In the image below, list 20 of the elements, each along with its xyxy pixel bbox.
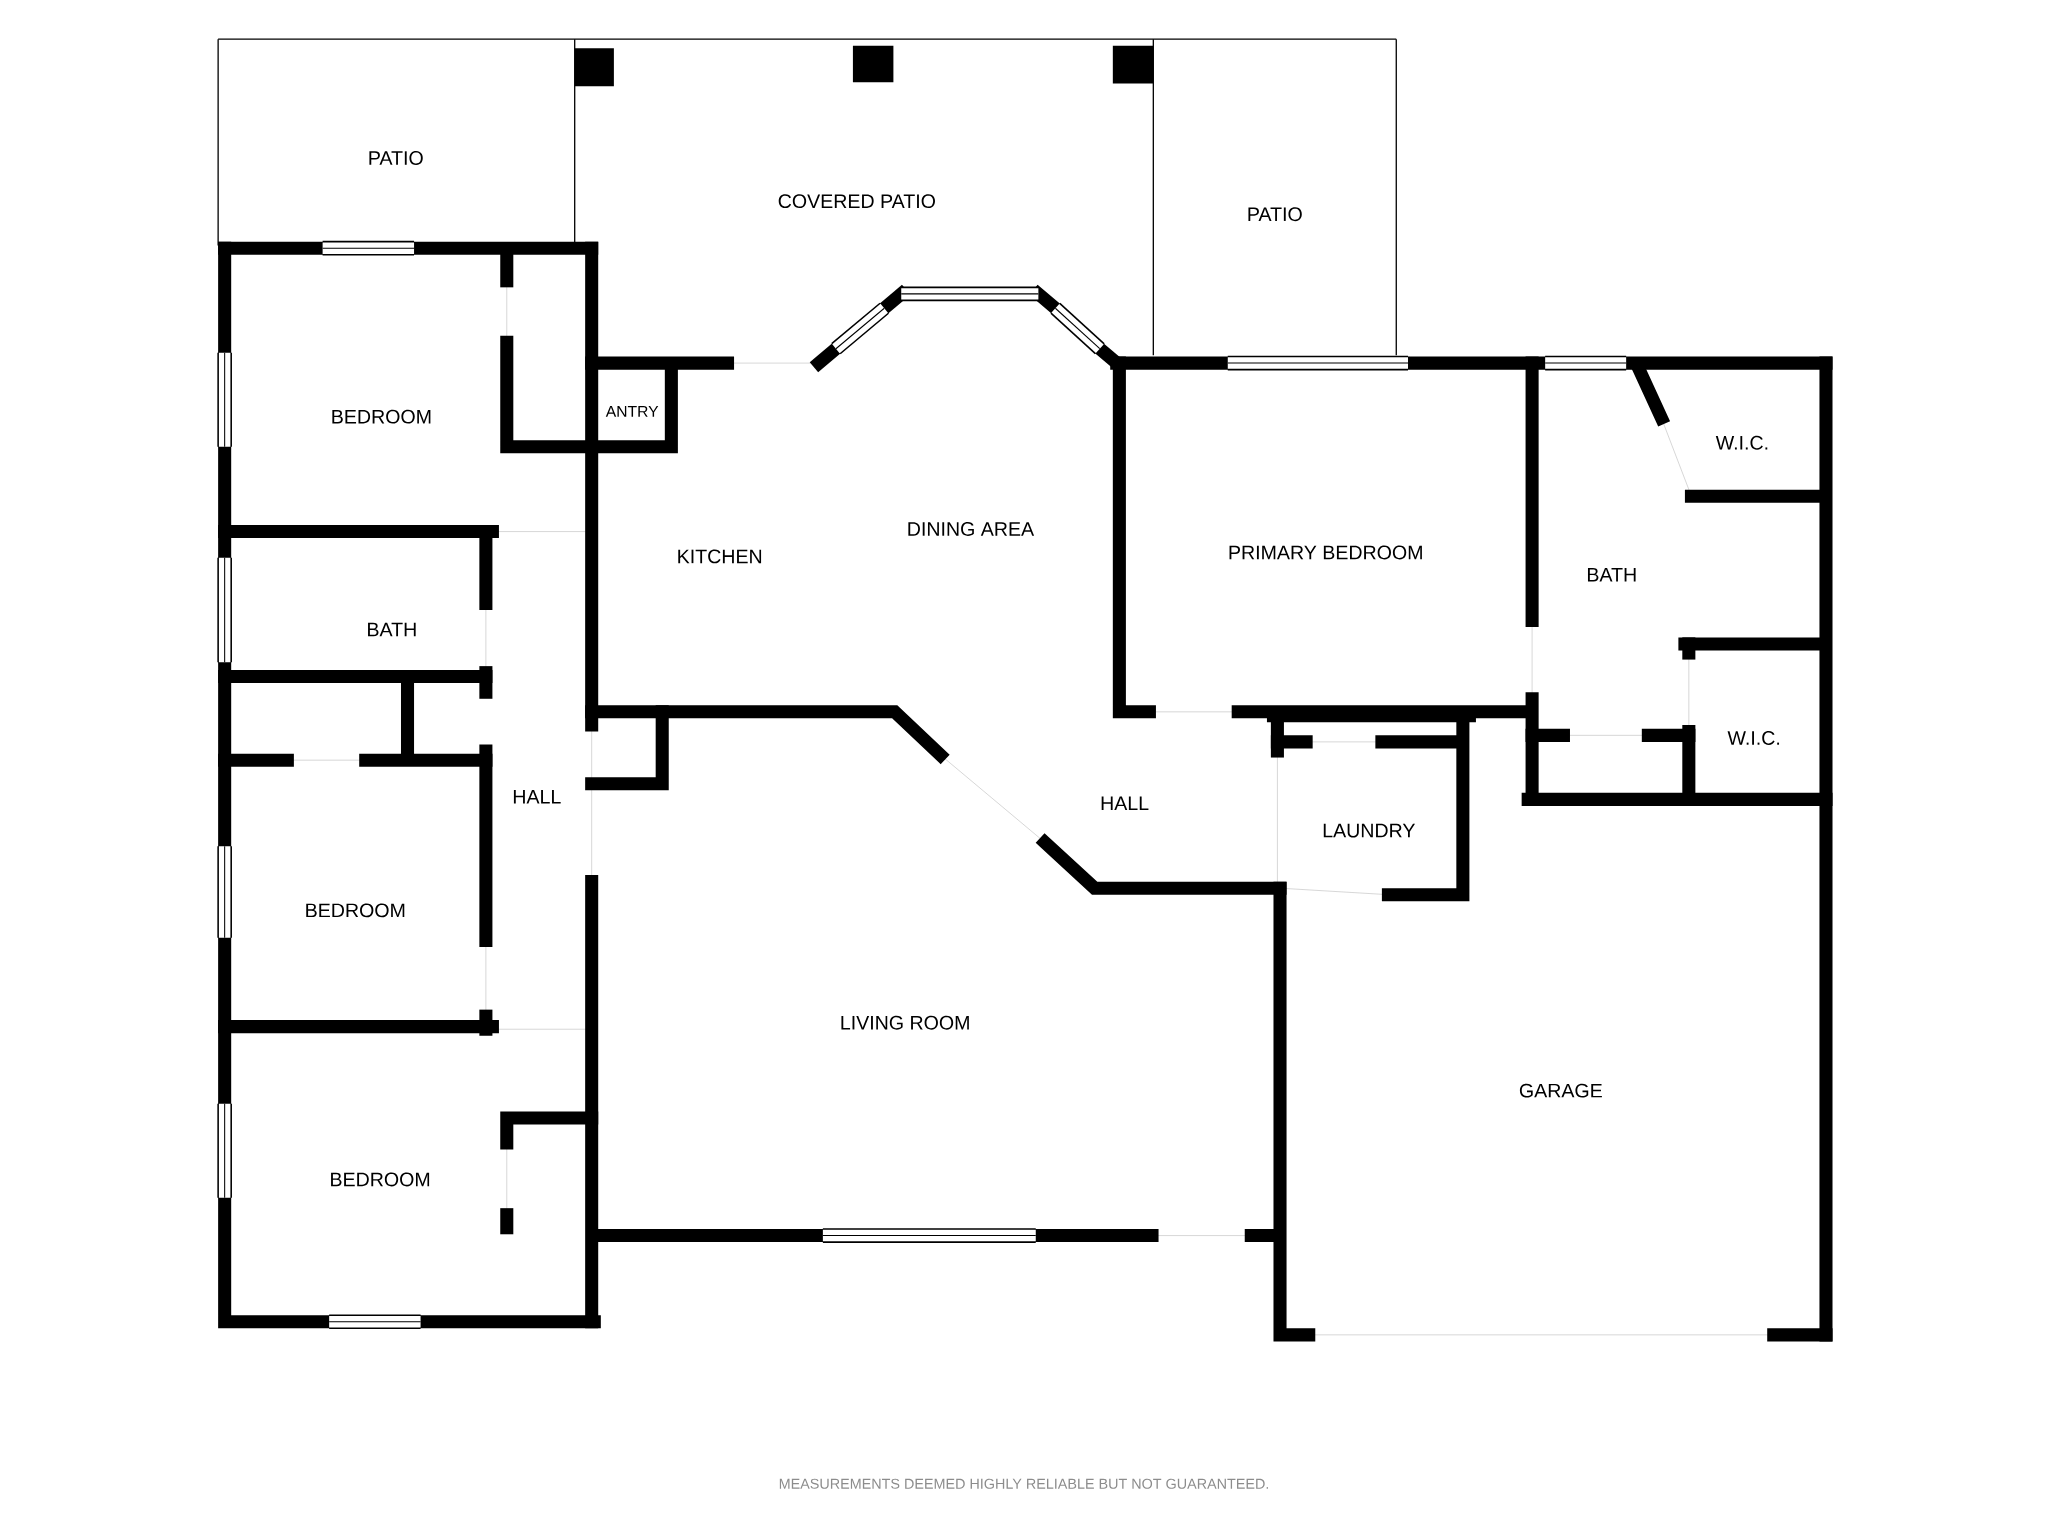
room-label: PATIO	[1248, 207, 1302, 222]
room-label: KITCHEN	[678, 549, 762, 564]
room-label: PATIO	[369, 151, 423, 165]
room-label: DINING AREA	[908, 522, 1035, 536]
room-label: HALL	[513, 790, 561, 804]
room-label: W.I.C.	[1715, 435, 1768, 450]
room-label: BEDROOM	[331, 1172, 430, 1187]
room-label: LIVING ROOM	[841, 1015, 969, 1030]
room-label: BEDROOM	[306, 903, 405, 918]
room-label: BATH	[368, 622, 416, 637]
room-label: W.I.C.	[1727, 731, 1780, 745]
room-label: BEDROOM	[332, 409, 431, 424]
room-label: LAUNDRY	[1323, 823, 1415, 838]
room-label: PRIMARY BEDROOM	[1229, 545, 1422, 560]
room-label: ANTRY	[605, 406, 659, 417]
room-label: GARAGE	[1519, 1083, 1602, 1098]
room-label: HALL	[1101, 796, 1149, 810]
footer-note: MEASUREMENTS DEEMED HIGHLY RELIABLE BUT NOT GUARANTEED.	[779, 1478, 1268, 1489]
room-label: BATH	[1587, 567, 1636, 582]
room-label: COVERED PATIO	[778, 194, 935, 209]
